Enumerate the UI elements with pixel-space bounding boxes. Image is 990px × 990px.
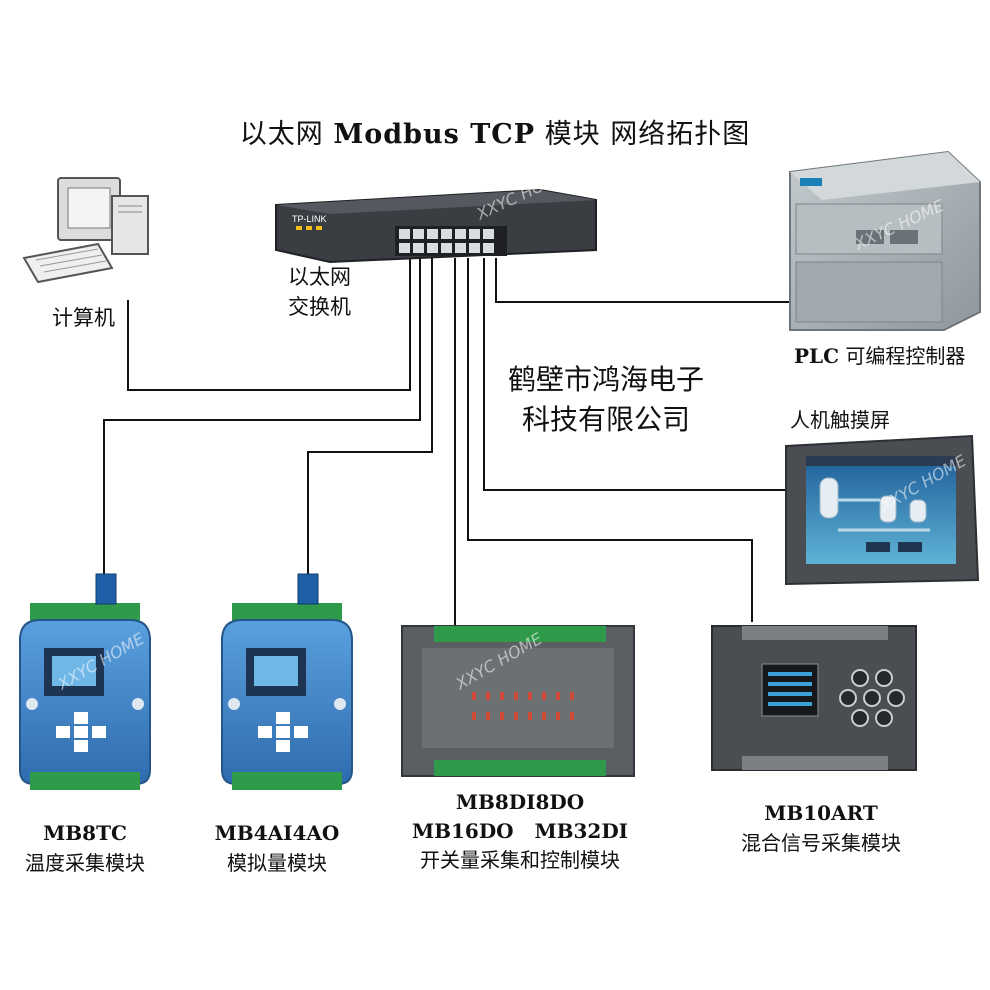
mb10art-module-icon	[711, 625, 917, 771]
switch-brand-text: TP-LINK	[292, 214, 327, 224]
cable-plc	[495, 258, 790, 303]
network-cables	[103, 258, 790, 660]
cable-mb10art	[467, 258, 753, 622]
cable-mb4ai4ao	[307, 258, 433, 590]
mb8di8do-label: MB8DI8DO MB16DO MB32DI 开关量采集和控制模块	[411, 790, 629, 872]
switch-label: 以太网交换机	[288, 265, 351, 319]
mb8tc-label: MB8TC 温度采集模块	[25, 821, 145, 875]
mb8di8do-module-icon	[401, 625, 635, 777]
plc-label: PLC 可编程控制器	[794, 344, 966, 368]
cable-hmi	[483, 258, 788, 491]
hmi-label: 人机触摸屏	[790, 408, 890, 432]
diagram-title: 以太网 Modbus TCP 模块 网络拓扑图	[239, 119, 751, 150]
hmi-icon	[785, 434, 980, 586]
cable-mb8tc	[103, 258, 421, 590]
computer-icon	[22, 177, 149, 284]
cable-computer	[127, 258, 411, 391]
switch-icon	[275, 188, 597, 264]
plc-icon	[789, 150, 981, 331]
mb4ai4ao-label: MB4AI4AO 模拟量模块	[214, 821, 340, 875]
mb4ai4ao-module-icon	[221, 573, 353, 790]
mb10art-label: MB10ART 混合信号采集模块	[741, 801, 901, 855]
mb8tc-module-icon	[19, 573, 151, 790]
computer-label: 计算机	[52, 306, 115, 330]
company-name: 鹤壁市鸿海电子科技有限公司	[508, 363, 705, 436]
